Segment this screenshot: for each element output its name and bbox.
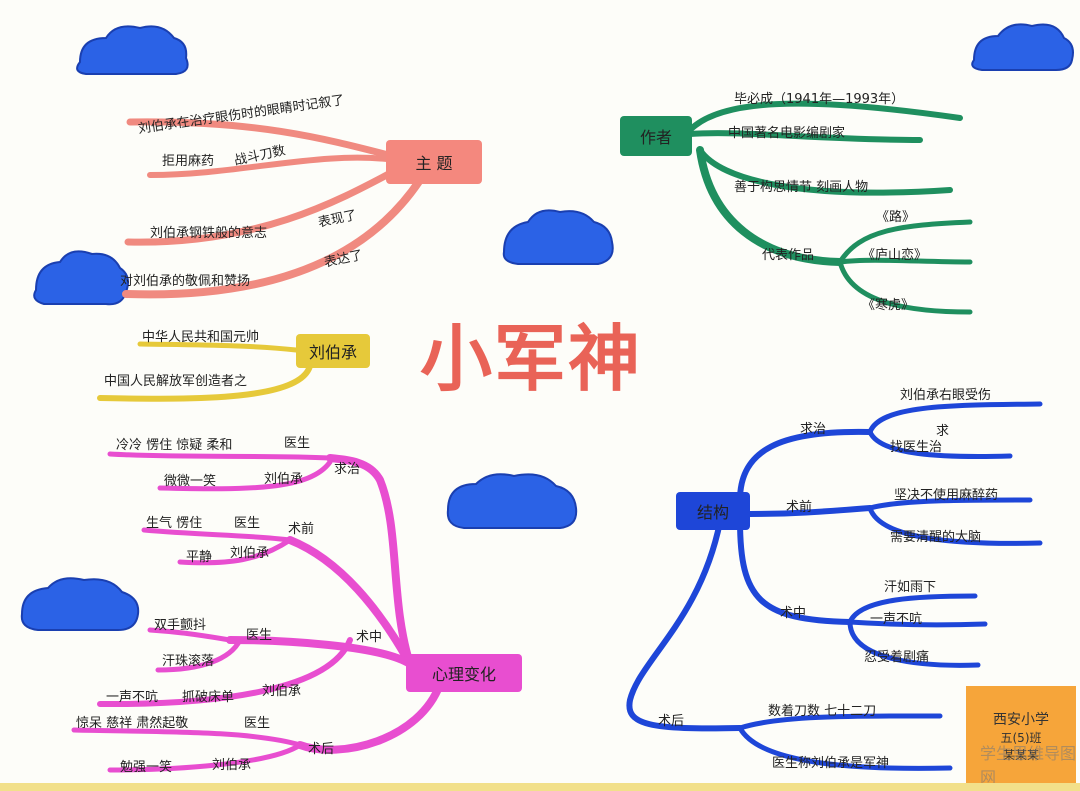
structure-sz-2: 一声不吭 [870,612,923,627]
psych-qz-2b: 刘伯承 [264,472,304,487]
theme-branch-4: 对刘伯承的敬佩和赞扬 [120,274,251,289]
psych-sz-label: 术中 [356,630,383,645]
psych-sz-3: 一声不吭 [106,690,159,705]
psych-sz-1b: 医生 [246,628,273,643]
structure-sz-1: 汗如雨下 [884,580,937,595]
cloud-icon [76,25,189,75]
class-stamp: 西安小学 五(5)班 某某某 [966,686,1076,786]
psych-sh-label: 术后 [308,742,335,757]
stamp-school: 西安小学 [993,712,1049,728]
psych-sh-1b: 医生 [244,716,271,731]
structure-sh-2: 医生称刘伯承是军神 [772,756,890,771]
psych-label: 心理变化 [431,665,496,684]
author-work-3: 《寒虎》 [862,298,915,313]
psych-sq-2: 平静 [186,550,213,565]
name-node: 刘伯承 [296,334,370,368]
cloud-icon [971,23,1074,71]
author-branches [687,100,973,315]
psych-sz-3b: 抓破床单 [182,690,235,705]
psych-qz-1: 冷冷 愣住 惊疑 柔和 [116,438,233,453]
name-branch-1: 中华人民共和国元帅 [142,330,260,345]
cloud-icon [446,473,578,529]
theme-branch-3: 刘伯承钢铁般的意志 [150,226,268,241]
author-works-label: 代表作品 [762,248,815,263]
author-label: 作者 [639,128,672,147]
map-title: 小军神 [420,317,643,401]
psych-sh-2b: 刘伯承 [212,758,252,773]
cloud-icon [502,209,614,265]
psych-qz-1b: 医生 [284,436,311,451]
author-work-2: 《庐山恋》 [862,248,928,263]
cloud-icon [20,577,140,631]
watermark-text: 学生思维导图网 [980,744,1077,787]
cloud-icon [33,250,129,306]
author-node: 作者 [620,116,692,156]
theme-branch-2: 拒用麻药 [162,154,215,169]
theme-branches [122,118,424,299]
name-label: 刘伯承 [308,343,357,362]
author-branch-1: 毕必成（1941年—1993年） [734,92,905,107]
structure-sq-2: 需要清醒的大脑 [890,530,982,545]
structure-sq-label: 术前 [786,500,813,515]
structure-sh-1: 数着刀数 七十二刀 [768,704,877,719]
psych-sq-2b: 刘伯承 [230,546,270,561]
author-branch-3: 善于构思情节 刻画人物 [734,180,869,195]
theme-node: 主 题 [386,140,482,184]
psych-sz-2: 汗珠滚落 [162,654,215,669]
author-branch-2: 中国著名电影编剧家 [728,126,846,141]
structure-sh-label: 术后 [658,714,685,729]
psych-qz-label: 求治 [334,462,361,477]
psych-sz-3c: 刘伯承 [262,684,302,699]
structure-sz-label: 术中 [780,606,807,621]
psych-sq-1: 生气 愣住 [146,516,203,531]
name-branches [97,341,313,402]
stamp-class: 五(5)班 [1000,731,1042,745]
stamp-name: 某某某 [1002,748,1039,762]
psych-branches [71,451,444,773]
structure-qz-1: 刘伯承右眼受伤 [900,388,992,403]
psych-qz-2: 微微一笑 [164,474,217,489]
structure-qz-2: 找医生治 [890,440,943,455]
psych-sq-1b: 医生 [234,516,261,531]
structure-sq-1: 坚决不使用麻醉药 [894,488,999,503]
theme-label: 主 题 [415,154,453,173]
author-work-1: 《路》 [876,210,916,225]
structure-node: 结构 [676,492,750,530]
structure-sz-3: 忍受着剧痛 [864,650,930,665]
psych-sz-1: 双手颤抖 [154,618,207,633]
structure-label: 结构 [696,503,729,522]
name-branch-2: 中国人民解放军创造者之 [104,374,248,389]
psych-sh-1: 惊呆 慈祥 肃然起敬 [76,716,189,731]
psych-node: 心理变化 [406,654,522,692]
psych-sh-2: 勉强一笑 [120,760,173,775]
structure-qz-label: 求治 [800,422,827,437]
structure-qz-2b: 求 [936,424,950,439]
psych-sq-label: 术前 [288,522,315,537]
structure-branches [626,401,1043,771]
paper-edge [0,783,1080,791]
